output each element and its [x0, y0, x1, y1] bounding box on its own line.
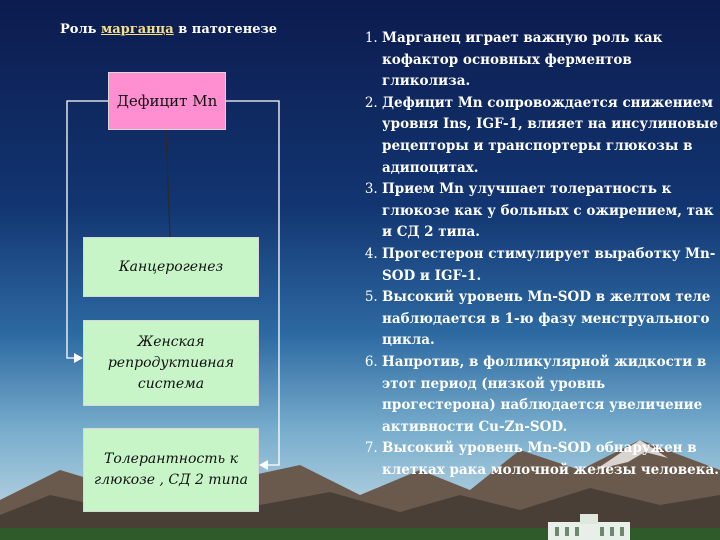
- list-item: Высокий уровень Mn-SOD в желтом теле наб…: [382, 287, 720, 352]
- list-item: Прогестерон стимулирует выработку Mn-SOD…: [382, 244, 720, 287]
- deficit-mn-box: Дефицит Mn: [108, 72, 226, 130]
- glucose-tolerance-label: Толерантность к глюкозе , СД 2 типа: [94, 451, 248, 488]
- female-reproductive-label: Женская репродуктивная система: [107, 333, 235, 392]
- list-item: Напротив, в фолликулярной жидкости в это…: [382, 352, 720, 438]
- glucose-tolerance-box: Толерантность к глюкозе , СД 2 типа: [83, 428, 259, 512]
- title-suffix: в патогенезе: [173, 22, 278, 37]
- list-item: Марганец играет важную роль как кофактор…: [382, 28, 720, 93]
- feedback-loop-arrow: [66, 100, 280, 466]
- carcinogenesis-box: Канцерогенез: [83, 237, 259, 297]
- deficit-to-cancer-line: [165, 129, 171, 238]
- points-list: Марганец играет важную роль как кофактор…: [352, 28, 720, 481]
- slide-title: Роль марганца в патогенезе: [60, 22, 277, 37]
- title-prefix: Роль: [60, 22, 101, 37]
- list-item: Прием Mn улучшает толератность к глюкозе…: [382, 179, 720, 244]
- list-item: Дефицит Mn сопровождается снижением уров…: [382, 93, 720, 179]
- mountain-snow: [595, 440, 668, 470]
- arrow-head-left: [74, 353, 83, 363]
- carcinogenesis-label: Канцерогенез: [118, 259, 224, 275]
- deficit-mn-label: Дефицит Mn: [116, 92, 218, 110]
- arrow-head-right: [259, 460, 268, 470]
- ground: [0, 528, 720, 540]
- title-highlight: марганца: [100, 22, 174, 37]
- female-reproductive-box: Женская репродуктивная система: [83, 320, 259, 406]
- list-item: Высокий уровень Mn-SOD обнаружен в клетк…: [382, 438, 720, 481]
- building-icon: [548, 514, 630, 540]
